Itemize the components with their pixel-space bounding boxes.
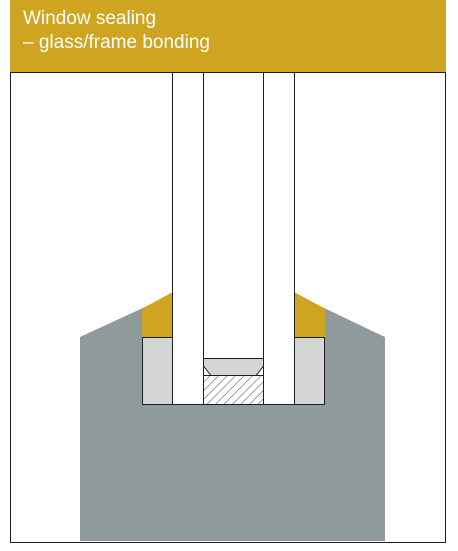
title-line-2: – glass/frame bonding <box>23 32 210 53</box>
setting-block <box>203 375 264 405</box>
spacer-block-left <box>142 337 173 405</box>
diagram-border <box>10 72 446 543</box>
sealant-bead-right <box>294 292 325 337</box>
spacer-block-right <box>294 337 325 405</box>
glass-pane-left <box>172 72 204 405</box>
pane-spacer <box>203 358 264 376</box>
window-frame <box>80 307 385 541</box>
sealant-bead-left <box>142 292 173 337</box>
title-banner: Window sealing – glass/frame bonding <box>10 0 446 72</box>
glass-pane-right <box>263 72 295 405</box>
title-line-1: Window sealing <box>23 8 157 29</box>
